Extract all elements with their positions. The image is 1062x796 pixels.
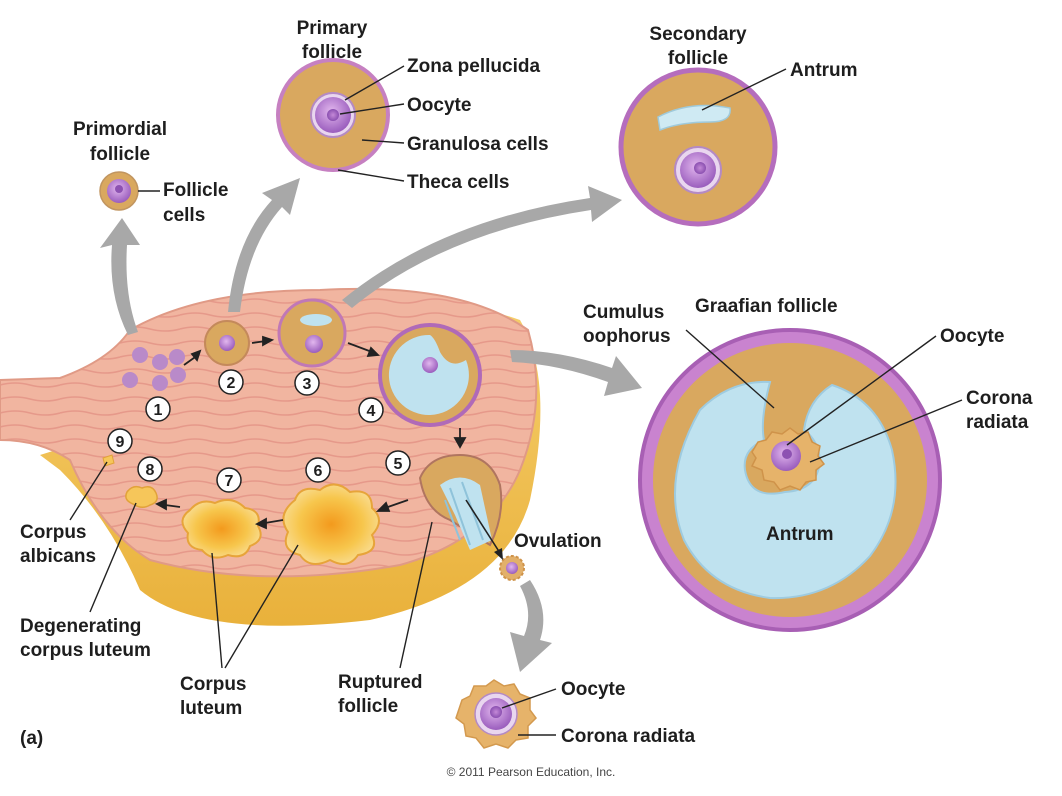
primordial-follicle <box>99 171 139 211</box>
stage-7-corpus-luteum <box>181 498 262 559</box>
svg-text:2: 2 <box>227 375 236 392</box>
svg-text:3: 3 <box>303 376 312 393</box>
stage-number-5: 5 <box>385 450 411 476</box>
stage-number-1: 1 <box>145 396 171 422</box>
label-corona-radiata-ovulated: Corona radiata <box>561 726 696 747</box>
label-oocyte-primary: Oocyte <box>407 95 471 116</box>
label-antrum-secondary: Antrum <box>790 60 858 81</box>
arrow-to-primary <box>228 178 300 312</box>
label-corona-radiata-graafian-line1: Corona <box>966 388 1033 409</box>
stage-number-4: 4 <box>358 397 384 423</box>
svg-text:1: 1 <box>154 402 163 419</box>
stage-number-2: 2 <box>218 369 244 395</box>
stage-6-corpus-luteum <box>282 483 380 565</box>
secondary-follicle <box>618 67 778 227</box>
stage-8-degenerating-corpus-luteum <box>125 485 158 508</box>
graafian-follicle <box>638 328 942 632</box>
label-ovulation: Ovulation <box>514 531 602 552</box>
label-ruptured-follicle-line1: Ruptured <box>338 672 422 693</box>
label-cumulus-oophorus-line1: Cumulus <box>583 302 664 323</box>
label-degenerating-corpus-luteum-line2: corpus luteum <box>20 640 151 661</box>
panel-label: (a) <box>20 728 43 749</box>
stage-number-3: 3 <box>294 370 320 396</box>
label-ruptured-follicle-line2: follicle <box>338 696 398 717</box>
primordial-title-line2: follicle <box>90 144 150 165</box>
label-corpus-albicans-line1: Corpus <box>20 522 87 543</box>
cycle-arrows <box>154 335 467 530</box>
ovulated-oocyte-large <box>455 679 537 749</box>
label-antrum-graafian: Antrum <box>766 524 834 545</box>
arrow-to-graafian <box>510 350 642 396</box>
svg-text:8: 8 <box>146 462 155 479</box>
label-zona-pellucida: Zona pellucida <box>407 56 540 77</box>
stage-number-7: 7 <box>216 467 242 493</box>
svg-text:5: 5 <box>394 456 403 473</box>
stage-3-secondary-follicle <box>277 298 347 368</box>
label-degenerating-corpus-luteum-line1: Degenerating <box>20 616 141 637</box>
label-oocyte-graafian: Oocyte <box>940 326 1004 347</box>
primary-title-line2: follicle <box>302 42 362 63</box>
label-follicle-cells-line1: Follicle <box>163 180 228 201</box>
label-corpus-albicans-line2: albicans <box>20 546 96 567</box>
label-corona-radiata-graafian-line2: radiata <box>966 412 1029 433</box>
svg-text:7: 7 <box>225 473 234 490</box>
primary-title-line1: Primary <box>297 18 368 39</box>
copyright-notice: © 2011 Pearson Education, Inc. <box>447 765 616 779</box>
svg-text:6: 6 <box>314 463 323 480</box>
stage-4-graafian-follicle <box>378 323 482 427</box>
stage-2-primary-follicle <box>204 320 250 366</box>
stage-number-9: 9 <box>107 428 133 454</box>
label-oocyte-ovulated: Oocyte <box>561 679 625 700</box>
stage-number-6: 6 <box>305 457 331 483</box>
label-granulosa-cells: Granulosa cells <box>407 134 549 155</box>
svg-text:4: 4 <box>367 403 376 420</box>
svg-text:9: 9 <box>116 434 125 451</box>
secondary-title-line1: Secondary <box>649 24 747 45</box>
arrow-to-secondary <box>342 186 622 308</box>
arrow-to-primordial <box>100 218 140 335</box>
label-corpus-luteum-line1: Corpus <box>180 674 247 695</box>
label-cumulus-oophorus-line2: oophorus <box>583 326 671 347</box>
label-theca-cells: Theca cells <box>407 172 509 193</box>
arrow-to-ovulated-oocyte <box>510 580 552 672</box>
stage-1-primordial-follicles <box>122 347 186 391</box>
secondary-title-line2: follicle <box>668 48 728 69</box>
primary-follicle <box>276 58 390 172</box>
stage-number-8: 8 <box>137 456 163 482</box>
graafian-title: Graafian follicle <box>695 296 838 317</box>
primordial-title-line1: Primordial <box>73 119 167 140</box>
label-follicle-cells-line2: cells <box>163 205 205 226</box>
label-corpus-luteum-line2: luteum <box>180 698 242 719</box>
ovulated-oocyte-small <box>499 555 525 581</box>
